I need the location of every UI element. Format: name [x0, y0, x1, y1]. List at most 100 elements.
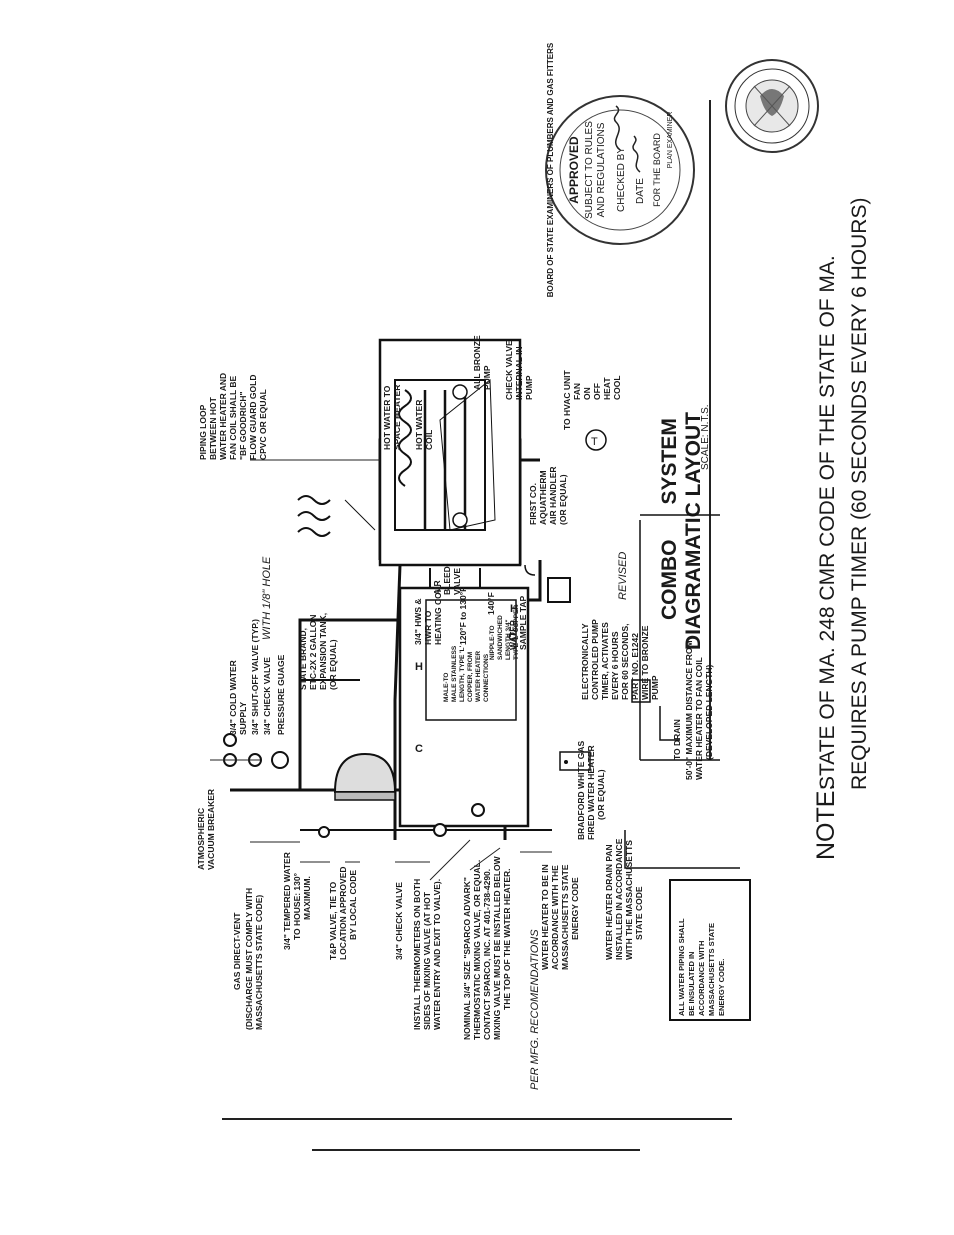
signature-scribble	[613, 105, 621, 151]
label-piping-7: CPVC OR EQUAL	[258, 389, 268, 460]
label-piping-6: FLOW GUARD GOLD	[248, 375, 258, 460]
label-drain-pan-4: STATE CODE	[634, 886, 644, 940]
heater-conn-h-left: H	[415, 661, 423, 673]
label-timer-4: EVERY 6 HOURS	[610, 631, 620, 700]
label-timer-8: PUMP	[650, 675, 660, 700]
heater-conn-c-left: C	[415, 743, 423, 755]
label-energy-1: WATER HEATER TO BE IN	[540, 864, 550, 970]
label-water-sample-2: SAMPLE TAP	[518, 596, 528, 650]
label-check-valve: 3/4" CHECK VALVE	[394, 882, 404, 960]
stamp-ring-text: BOARD OF STATE EXAMINERS OF PLUMBERS AND…	[546, 42, 555, 297]
svg-text:LENGTH, TYPE 'L': LENGTH, TYPE 'L'	[459, 645, 466, 702]
label-piping-2: BETWEEN HOT	[208, 396, 218, 460]
label-max-dist-3: (DEVELOPED LENGTH)	[704, 664, 714, 760]
title-scale: SCALE: N.T.S.	[700, 404, 711, 470]
label-timer-5: FOR 60 SECONDS,	[620, 623, 630, 700]
label-piping-4: FAN COIL SHALL BE	[228, 375, 238, 460]
label-thermo-3: WATER ENTRY AND EXIT TO VALVE).	[432, 879, 442, 1030]
label-air-handler-2: AQUATHERM	[538, 470, 548, 525]
label-tank-2: ETC-2X 2 GALLON	[308, 614, 318, 690]
stamp-examiner: PLAN EXAMINER	[667, 112, 674, 169]
label-temp-120: 120°F to 130°F	[458, 587, 468, 645]
stamp-date: DATE	[635, 178, 646, 204]
label-max-dist-1: 50'-0" MAXIMUM DISTANCE FROM	[684, 640, 694, 780]
label-mixing-5: THE TOP OF THE WATER HEATER.	[502, 868, 512, 1010]
svg-text:MALE STAINLESS: MALE STAINLESS	[451, 645, 458, 702]
labels-top: ATMOSPHERIC VACUUM BREAKER 3/4" COLD WAT…	[196, 335, 660, 870]
expansion-tank	[333, 752, 397, 801]
label-insulated-2: BE INSULATED IN	[687, 952, 696, 1016]
seal-emblem	[725, 59, 819, 153]
label-hot-space-2: SPACE HEATER	[392, 385, 402, 450]
label-thermo-1: INSTALL THERMOMETERS ON BOTH	[412, 879, 422, 1030]
stamp-board: FOR THE BOARD	[652, 133, 662, 207]
label-timer-2: CONTROLED PUMP	[590, 619, 600, 700]
heater-conn-h-right: H	[510, 603, 518, 615]
label-energy-4: ENERGY CODE	[570, 877, 580, 940]
label-hws-1: 3/4" HWS &	[413, 598, 423, 645]
label-drain-pan-1: WATER HEATER DRAIN PAN	[604, 844, 614, 960]
label-tank-3: EXPANSION TANK,	[318, 613, 328, 690]
label-hot-coil-2: COIL	[424, 430, 434, 450]
label-check-int-1: CHECK VALVE	[504, 340, 514, 400]
label-piping-3: WATER HEATER AND	[218, 373, 228, 460]
label-hvac-1: TO HVAC UNIT	[562, 370, 572, 430]
label-gas-vent-1: GAS DIRECT-VENT	[232, 912, 242, 990]
label-hvac-4: OFF	[592, 383, 602, 400]
title-line-1: DIAGRAMATIC LAYOUT	[682, 412, 705, 650]
label-hvac-3: ON	[582, 387, 592, 400]
thermostat-letter: T	[591, 436, 598, 448]
svg-text:LENGTH 3/4": LENGTH 3/4"	[505, 619, 512, 660]
date-scribble	[632, 135, 641, 173]
cold-line-valves	[223, 733, 485, 838]
label-check-int-3: PUMP	[524, 375, 534, 400]
label-bradford-3: (OR EQUAL)	[596, 769, 606, 820]
label-timer-7: WIRE TO BRONZE	[640, 625, 650, 700]
label-water-sample-1: WATER	[508, 620, 518, 650]
label-insulated-3: ACCORDANCE WITH	[697, 941, 706, 1016]
label-mixing-2: THERMOSTATIC MIXING VALVE, OR EQUAL.	[472, 860, 482, 1040]
label-shutoff: 3/4" SHUT-OFF VALVE (TYP.)	[250, 619, 260, 735]
label-hvac-2: FAN	[572, 383, 582, 400]
label-timer-3: TIMER, ACTIVATES	[600, 622, 610, 700]
label-thermo-2: SIDES OF MIXING VALVE (AT HOT	[422, 891, 432, 1030]
svg-text:NIPPLE-TO: NIPPLE-TO	[489, 625, 496, 660]
label-bronze-2: PUMP	[482, 365, 492, 390]
label-supply: SUPPLY	[238, 701, 248, 735]
label-with-hole: WITH 1/8" HOLE	[261, 556, 273, 640]
label-per-mfg: PER MFG. RECOMENDATIONS	[529, 929, 541, 1090]
label-hot-space-1: HOT WATER TO	[382, 385, 392, 450]
label-air-handler-1: FIRST CO.	[528, 483, 538, 525]
heat-waves	[297, 495, 376, 537]
note-label: NOTE:	[812, 784, 840, 860]
air-handler	[378, 338, 522, 567]
label-air-bleed-2: BLEED	[442, 566, 452, 595]
label-hws-2: HWR TO	[423, 610, 433, 645]
svg-text:MALE-TO: MALE-TO	[443, 673, 450, 703]
label-air-bleed-1: AIR	[432, 580, 442, 595]
note-line-2: REQUIRES A PUMP TIMER (60 SECONDS EVERY …	[848, 198, 871, 790]
heater-conn-c-right: C	[508, 631, 516, 643]
label-bronze-1: ALL BRONZE	[472, 335, 482, 390]
label-pressure-gauge: PRESSURE GUAGE	[276, 654, 286, 735]
svg-text:TYPE 'L' COPPER: TYPE 'L' COPPER	[513, 605, 520, 660]
svg-text:CONNECTIONS: CONNECTIONS	[483, 653, 490, 702]
label-hws-3: HEATING COIL	[433, 585, 443, 645]
svg-text:WATER HEATER: WATER HEATER	[475, 651, 482, 702]
label-drain-pan-3: WITH THE MASSACHUSETTS	[624, 840, 634, 960]
note-line-1: STATE OF MA. 248 CMR CODE OF THE STATE O…	[816, 255, 839, 790]
label-insulated-5: ENERGY CODE.	[717, 959, 726, 1016]
label-timer-1: ELECTRONICALLY	[580, 623, 590, 700]
thermostat: T	[585, 429, 607, 451]
label-tp-2: LOCATION APPROVED	[338, 866, 348, 960]
label-energy-2: ACCORDANCE WITH THE	[550, 865, 560, 970]
label-piping-5: "BF GOODRICH"	[238, 391, 248, 460]
label-gas-vent-2: (DISCHARGE MUST COMPLY WITH	[244, 888, 254, 1030]
svg-text:COPPER, FROM: COPPER, FROM	[467, 652, 474, 702]
label-piping-1: PIPING LOOP	[198, 404, 208, 460]
insulation-note-box: ALL WATER PIPING SHALL BE INSULATED IN A…	[669, 879, 751, 1021]
water-heater: H C H C	[398, 586, 651, 828]
label-tank-4: (OR EQUAL)	[328, 639, 338, 690]
